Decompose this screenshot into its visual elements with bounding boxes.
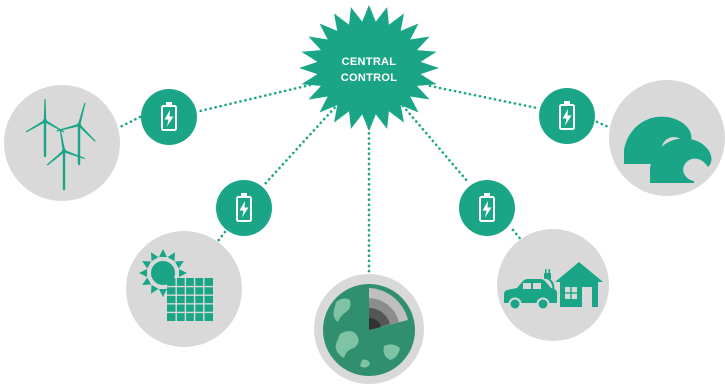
battery-charging-icon — [161, 102, 177, 131]
battery-wave[interactable] — [539, 88, 595, 144]
battery-charging-icon — [559, 101, 575, 130]
connector-home — [401, 104, 534, 255]
wind-turbines-icon — [25, 99, 96, 191]
battery-wind[interactable] — [141, 89, 197, 145]
ocean-waves-icon — [624, 116, 712, 183]
connector-solar — [203, 102, 340, 260]
battery-charging-icon — [479, 193, 495, 222]
hub-label-line1: CENTRAL — [342, 56, 397, 68]
battery-charging-icon — [236, 193, 252, 222]
battery-home[interactable] — [459, 180, 515, 236]
solar-panel-icon — [139, 249, 213, 321]
electric-car-house-icon — [504, 262, 603, 311]
hub-label-line2: CONTROL — [341, 72, 397, 84]
earth-core-icon — [323, 284, 415, 376]
battery-solar[interactable] — [216, 180, 272, 236]
connector-wind — [116, 83, 312, 130]
hub-starburst — [299, 5, 439, 131]
central-control-hub[interactable]: CENTRAL CONTROL — [299, 5, 439, 131]
